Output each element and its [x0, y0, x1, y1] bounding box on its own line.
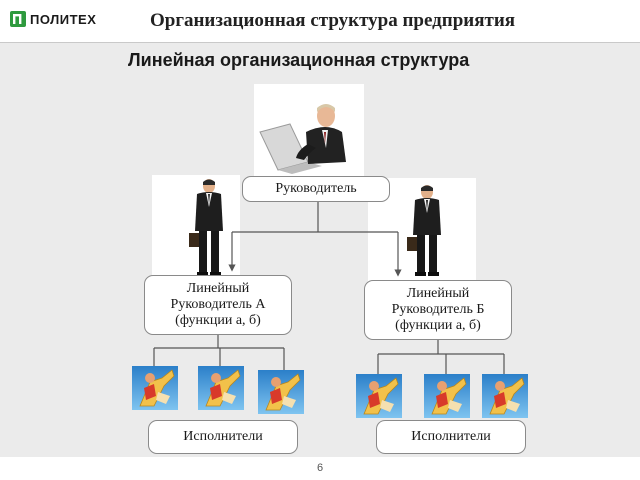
executors-box-b: Исполнители: [376, 420, 526, 454]
top-manager-box: Руководитель: [242, 176, 390, 202]
standing-businessman-icon: [189, 179, 223, 276]
executor-clipart-icon: [356, 374, 402, 418]
top-manager-label: Руководитель: [275, 180, 357, 196]
manager-a-line-3: (функции а, б): [175, 313, 261, 329]
executor-clipart-icon: [132, 366, 178, 410]
logo: ПОЛИТЕХ: [10, 8, 96, 30]
standing-businessman-icon: [407, 185, 441, 276]
page-number: 6: [316, 462, 324, 474]
executors-box-a: Исполнители: [148, 420, 298, 454]
manager-a-line-1: Линейный: [186, 280, 250, 296]
executor-clipart-icon: [482, 374, 528, 418]
manager-b-line-3: (функции а, б): [395, 318, 481, 334]
line-manager-a-box: Линейный Руководитель А (функции а, б): [144, 275, 292, 335]
executor-clipart-icon: [258, 370, 304, 414]
executors-label: Исполнители: [183, 428, 263, 444]
executors-label: Исполнители: [411, 428, 491, 444]
manager-a-line-2: Руководитель А: [170, 296, 266, 312]
slide-subtitle: Линейная организационная структура: [128, 50, 470, 70]
slide-header: ПОЛИТЕХ Организационная структура предпр…: [0, 0, 640, 43]
manager-b-line-2: Руководитель Б: [391, 301, 485, 317]
logo-icon: [10, 10, 26, 28]
businessman-at-laptop-icon: [259, 104, 346, 174]
line-manager-b-box: Линейный Руководитель Б (функции а, б): [364, 280, 512, 340]
executor-clipart-icon: [198, 366, 244, 410]
logo-text: ПОЛИТЕХ: [30, 11, 97, 27]
executor-clipart-icon: [424, 374, 470, 418]
manager-b-line-1: Линейный: [406, 285, 470, 301]
header-title: Организационная структура предприятия: [150, 10, 516, 31]
